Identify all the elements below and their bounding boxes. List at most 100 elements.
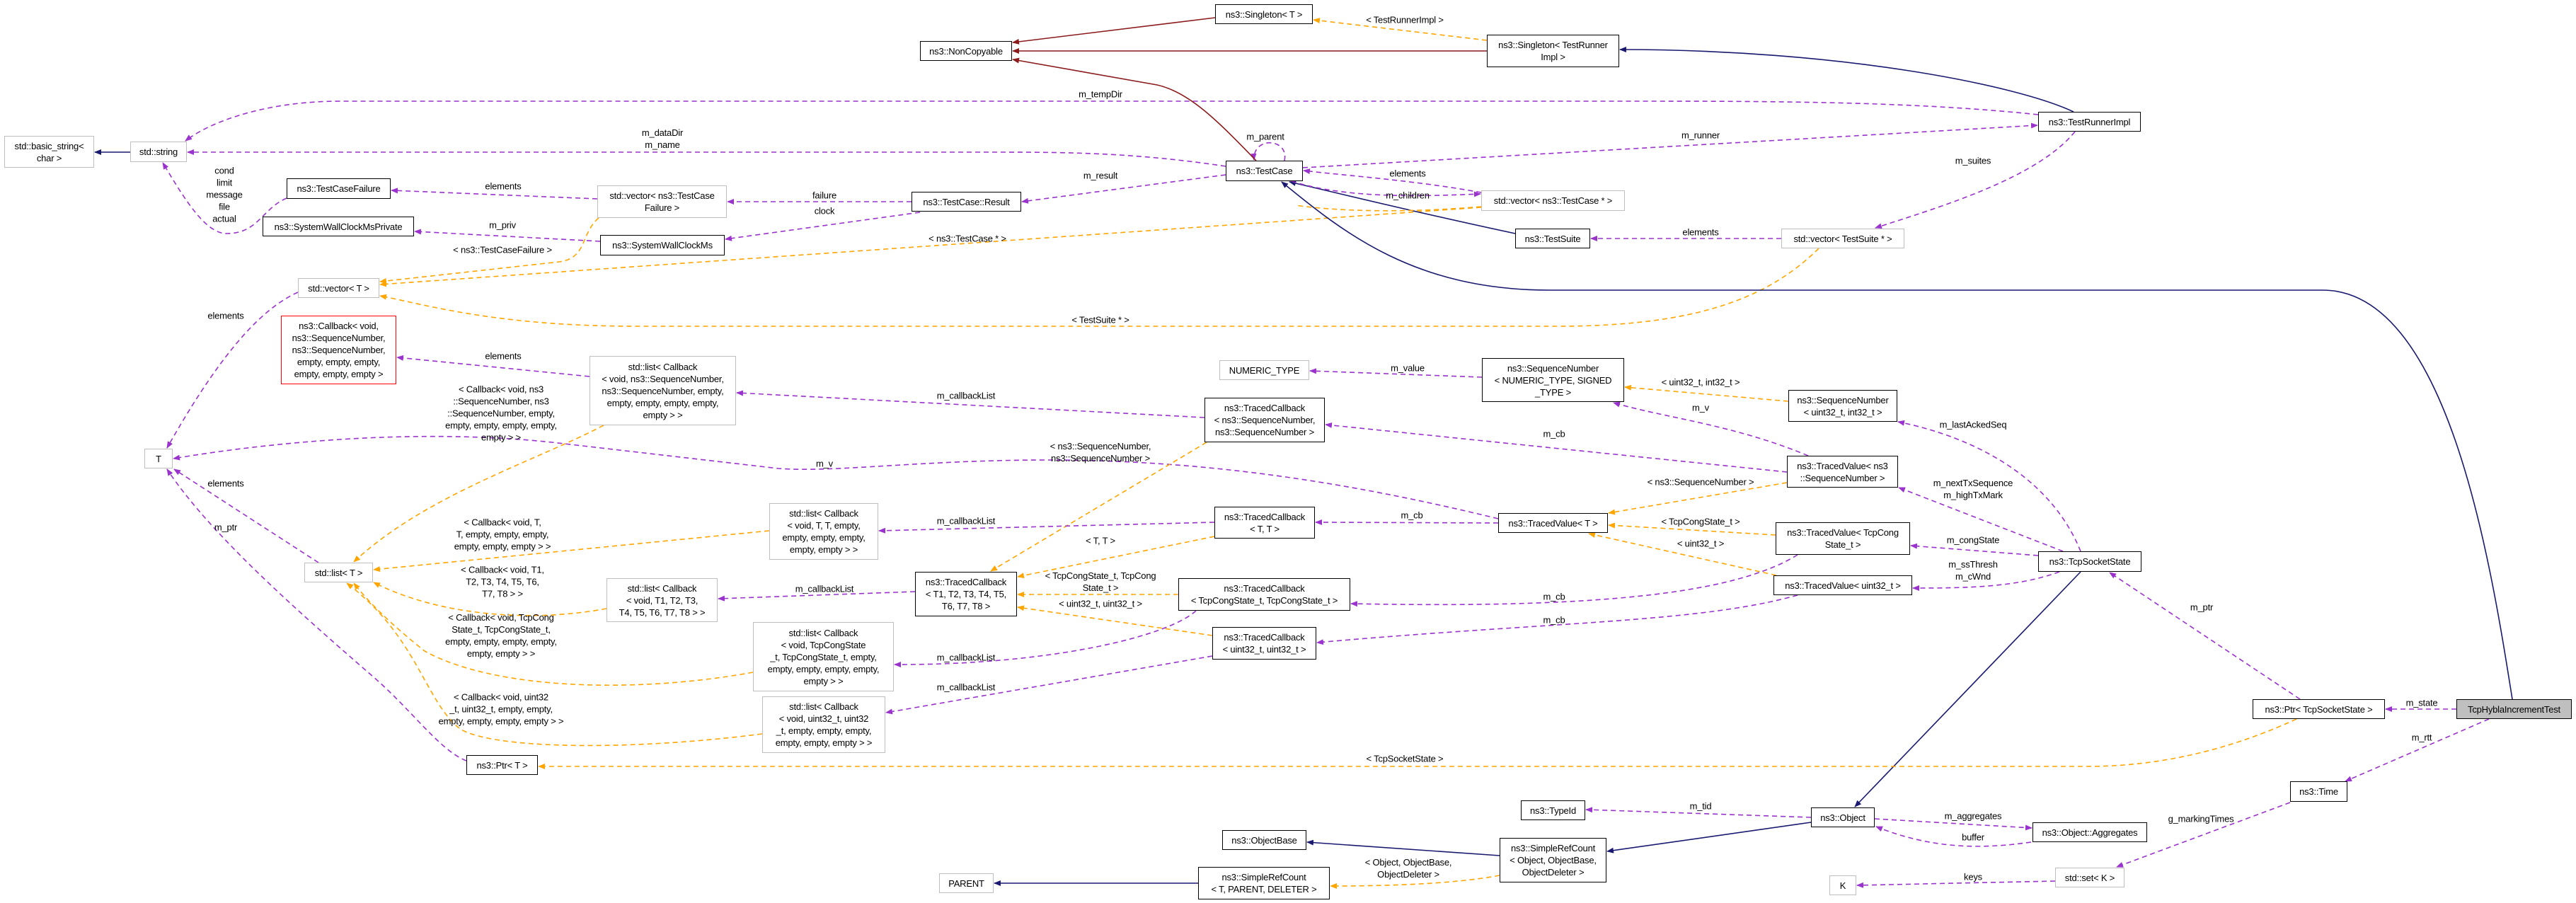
class-node-k[interactable]: K	[1829, 875, 1856, 895]
class-node-tracedcallback-t1-t8[interactable]: ns3::TracedCallback < T1, T2, T3, T4, T5…	[915, 572, 1017, 616]
edge-usage	[187, 149, 1226, 167]
class-node-tracedcallback-tcpcongstate[interactable]: ns3::TracedCallback < TcpCongState_t, Tc…	[1178, 578, 1350, 611]
edge-usage	[1350, 554, 1798, 607]
edge-label: < Callback< void, T, T, empty, empty, em…	[454, 517, 551, 552]
edge-label: m_tempDir	[1079, 88, 1122, 100]
edge-label: < ns3::SequenceNumber, ns3::SequenceNumb…	[1050, 441, 1151, 464]
edge-label: < TcpSocketState >	[1366, 753, 1444, 764]
edge-label: < uint32_t, int32_t >	[1661, 376, 1740, 388]
class-node-list-callback-t-t[interactable]: std::list< Callback < void, T, T, empty,…	[769, 503, 878, 560]
class-node-tracedcallback-t-t[interactable]: ns3::TracedCallback < T, T >	[1214, 507, 1315, 539]
class-node-testrunnerimpl[interactable]: ns3::TestRunnerImpl	[2038, 112, 2141, 132]
edge-usage	[725, 212, 921, 241]
edge-label: m_congState	[1946, 534, 2000, 546]
class-node-list-t[interactable]: std::list< T >	[304, 563, 373, 582]
edge-usage	[1910, 543, 2039, 556]
class-node-parent[interactable]: PARENT	[939, 873, 994, 893]
edge-usage	[391, 188, 598, 200]
class-node-testsuite[interactable]: ns3::TestSuite	[1515, 229, 1590, 248]
edge-template	[379, 248, 1819, 327]
class-node-systemwallclockmsprivate[interactable]: ns3::SystemWallClockMsPrivate	[263, 217, 414, 236]
class-node-vector-t[interactable]: std::vector< T >	[298, 278, 379, 298]
edge-template	[538, 718, 2297, 769]
class-node-object-aggregates[interactable]: ns3::Object::Aggregates	[2032, 822, 2147, 842]
edge-usage	[173, 468, 319, 563]
class-node-vector-testcasefailure[interactable]: std::vector< ns3::TestCase Failure >	[597, 185, 727, 218]
edge-label: m_nextTxSequence m_highTxMark	[1933, 478, 2013, 500]
edge-usage	[1250, 142, 1286, 161]
class-node-tracedvalue-tcpcongstate[interactable]: ns3::TracedValue< TcpCong State_t >	[1776, 522, 1910, 555]
edge-template	[353, 582, 754, 686]
edge-usage	[1874, 818, 2032, 831]
class-node-vector-testcase-ptr[interactable]: std::vector< ns3::TestCase * >	[1481, 190, 1625, 211]
edge-usage	[414, 229, 601, 242]
class-node-objectbase[interactable]: ns3::ObjectBase	[1222, 830, 1306, 850]
class-node-tracedcallback-uint32[interactable]: ns3::TracedCallback < uint32_t, uint32_t…	[1212, 627, 1316, 660]
edge-label: m_callbackList	[936, 390, 996, 401]
edge-label: m_dataDir m_name	[641, 127, 684, 150]
edge-usage	[1912, 571, 2060, 591]
class-node-ptr-t[interactable]: ns3::Ptr< T >	[466, 755, 538, 775]
class-node-simplerefcount-template[interactable]: ns3::SimpleRefCount < T, PARENT, DELETER…	[1198, 867, 1330, 899]
class-node-tracedvalue-seqnum[interactable]: ns3::TracedValue< ns3 ::SequenceNumber >	[1787, 456, 1898, 488]
edge-label: < Callback< void, TcpCong State_t, TcpCo…	[445, 612, 557, 659]
class-node-simplerefcount-object[interactable]: ns3::SimpleRefCount < Object, ObjectBase…	[1500, 838, 1606, 882]
class-node-callback-truncated[interactable]: ns3::Callback< void, ns3::SequenceNumber…	[281, 316, 396, 384]
edge-usage	[173, 435, 1499, 519]
edge-usage	[718, 591, 916, 602]
edge-inheritance	[1619, 47, 2074, 113]
edge-label: buffer	[1962, 832, 1984, 843]
class-node-list-callback-seqnum[interactable]: std::list< Callback < void, ns3::Sequenc…	[590, 356, 736, 425]
edge-label: m_cb	[1401, 510, 1423, 521]
class-node-object[interactable]: ns3::Object	[1811, 807, 1875, 827]
class-node-tracedvalue-uint32[interactable]: ns3::TracedValue< uint32_t >	[1773, 575, 1912, 595]
edge-label: clock	[814, 205, 835, 217]
class-node-systemwallclockms[interactable]: ns3::SystemWallClockMs	[600, 235, 725, 255]
class-node-tracedcallback-seqnum[interactable]: ns3::TracedCallback < ns3::SequenceNumbe…	[1204, 398, 1325, 442]
edge-label: m_suites	[1955, 155, 1991, 166]
class-node-list-callback-t1-t8[interactable]: std::list< Callback < void, T1, T2, T3, …	[606, 578, 718, 622]
class-node-set-k[interactable]: std::set< K >	[2055, 868, 2124, 887]
class-node-basic-string[interactable]: std::basic_string< char >	[4, 136, 94, 168]
class-node-testcase[interactable]: ns3::TestCase	[1226, 161, 1303, 181]
class-node-tracedvalue-t[interactable]: ns3::TracedValue< T >	[1498, 513, 1608, 533]
class-node-sequencenumber-template[interactable]: ns3::SequenceNumber < NUMERIC_TYPE, SIGN…	[1482, 358, 1624, 402]
edge-template	[346, 582, 763, 747]
edge-usage	[185, 100, 2039, 142]
class-node-vector-testsuite-ptr[interactable]: std::vector< TestSuite * >	[1781, 229, 1904, 248]
edge-label: m_cb	[1543, 591, 1565, 602]
edge-template	[1294, 205, 1482, 212]
edge-inheritance	[1281, 181, 2513, 700]
edge-template	[1313, 18, 1488, 41]
class-node-ptr-tcpsocketstate[interactable]: ns3::Ptr< TcpSocketState >	[2253, 699, 2385, 719]
edge-label: elements	[207, 310, 244, 321]
edge-label: m_v	[1692, 402, 1709, 413]
class-node-noncopyable[interactable]: ns3::NonCopyable	[920, 41, 1012, 61]
class-node-testcasefailure[interactable]: ns3::TestCaseFailure	[287, 178, 391, 199]
class-node-singleton-t[interactable]: ns3::Singleton< T >	[1215, 4, 1313, 24]
edge-usage	[2345, 718, 2490, 782]
class-node-time[interactable]: ns3::Time	[2290, 781, 2347, 802]
edge-label: < TcpCongState_t >	[1661, 516, 1740, 527]
edge-usage	[1316, 594, 1798, 645]
edge-label: m_callbackList	[936, 652, 996, 663]
edge-template	[379, 217, 599, 284]
class-node-sequencenumber-uint32[interactable]: ns3::SequenceNumber < uint32_t, int32_t …	[1788, 390, 1897, 422]
edge-label: elements	[207, 478, 244, 489]
class-node-singleton-testrunnerimpl[interactable]: ns3::Singleton< TestRunner Impl >	[1487, 35, 1619, 67]
class-node-numeric-type[interactable]: NUMERIC_TYPE	[1219, 360, 1309, 380]
class-node-t[interactable]: T	[144, 449, 173, 468]
edge-usage	[1315, 519, 1499, 526]
edge-label: < Callback< void, uint32 _t, uint32_t, e…	[438, 691, 564, 727]
class-node-string[interactable]: std::string	[130, 142, 187, 162]
class-node-tcpsocketstate[interactable]: ns3::TcpSocketState	[2038, 551, 2141, 572]
class-node-typeid[interactable]: ns3::TypeId	[1521, 800, 1585, 820]
edge-usage	[1325, 422, 1788, 473]
edge-label: < uint32_t >	[1677, 538, 1725, 549]
class-node-list-callback-tcpcongstate[interactable]: std::list< Callback < void, TcpCongState…	[753, 622, 894, 691]
edge-usage	[162, 162, 287, 234]
class-node-list-callback-uint32[interactable]: std::list< Callback < void, uint32_t, ui…	[762, 696, 885, 753]
class-node-testcase-result[interactable]: ns3::TestCase::Result	[912, 192, 1021, 212]
